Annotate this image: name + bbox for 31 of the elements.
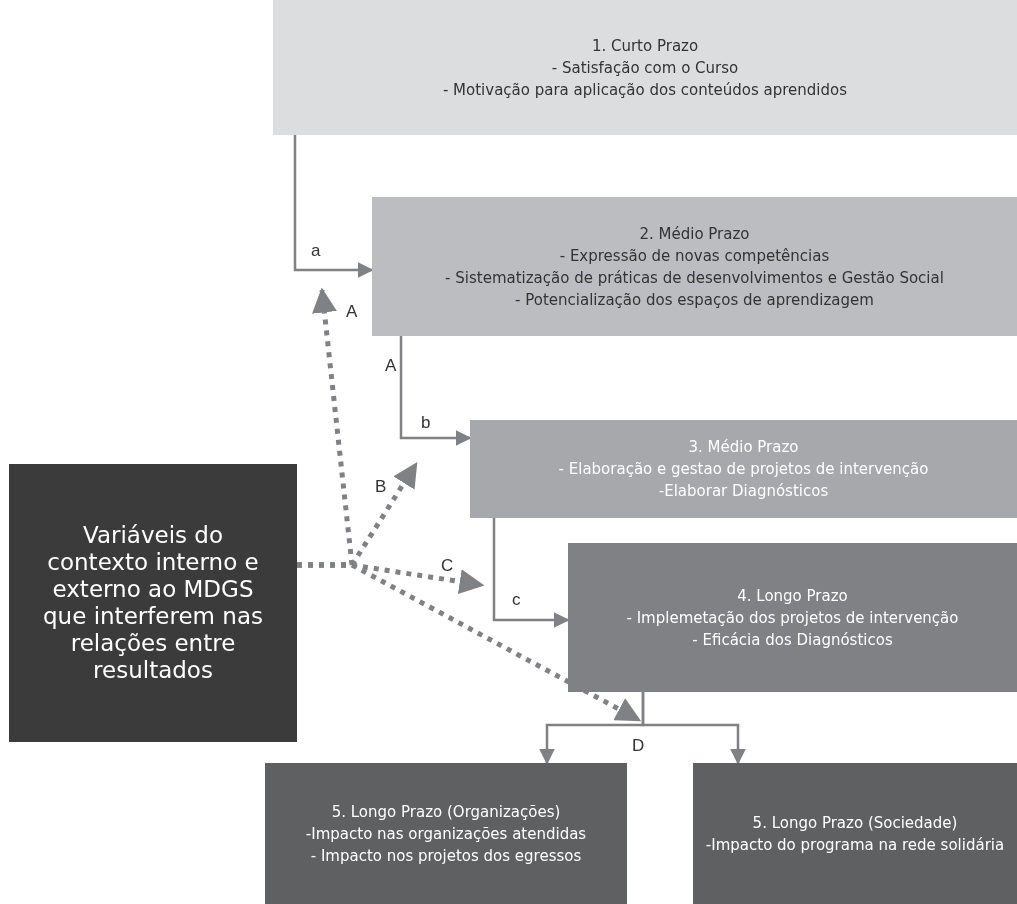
box-text: - Motivação para aplicação dos conteúdos aprendidos — [442, 79, 848, 101]
box-text: -Impacto do programa na rede solidária — [705, 834, 1005, 856]
box-heading: 1. Curto Prazo — [591, 35, 699, 57]
box-text: -Impacto nas organizações atendidas — [305, 823, 587, 845]
dotted-arrow — [297, 562, 642, 723]
box-text: - Satisfação com o Curso — [551, 57, 739, 79]
connector-arrow — [399, 336, 472, 446]
box-heading: 5. Longo Prazo (Sociedade) — [752, 812, 958, 834]
connector-arrow — [293, 135, 374, 278]
box-text: - Expressão de novas competências — [559, 245, 830, 267]
box-text: - Impacto nos projetos dos egressos — [310, 845, 582, 867]
result-box — [693, 763, 1017, 904]
connector-arrow — [641, 692, 746, 765]
connector-arrow — [492, 518, 570, 628]
box-text: Variáveis do contexto interno e externo ao MDGS que interferem nas relações entre resultados — [42, 522, 264, 684]
box-text: - Implemetação dos projetos de intervenção — [626, 607, 959, 629]
result-box — [568, 543, 1017, 692]
result-box — [265, 763, 627, 904]
box-text: - Elaboração e gestao de projetos de intervenção — [558, 459, 929, 480]
box-heading: 3. Médio Prazo — [688, 437, 799, 458]
box-text: - Potencialização dos espaços de aprendizagem — [515, 289, 874, 311]
box-heading: 4. Longo Prazo — [737, 585, 848, 607]
box-text: -Elaborar Diagnósticos — [658, 481, 829, 502]
result-box — [372, 197, 1017, 336]
box-heading: 2. Médio Prazo — [639, 223, 750, 245]
box-text: - Eficácia dos Diagnósticos — [692, 629, 893, 651]
context-box — [9, 464, 297, 742]
box-heading: 5. Longo Prazo (Organizações) — [331, 801, 561, 823]
result-box — [273, 0, 1017, 135]
box-text: - Sistematização de práticas de desenvolvimentos e Gestão Social — [445, 267, 944, 289]
result-box — [470, 420, 1017, 518]
